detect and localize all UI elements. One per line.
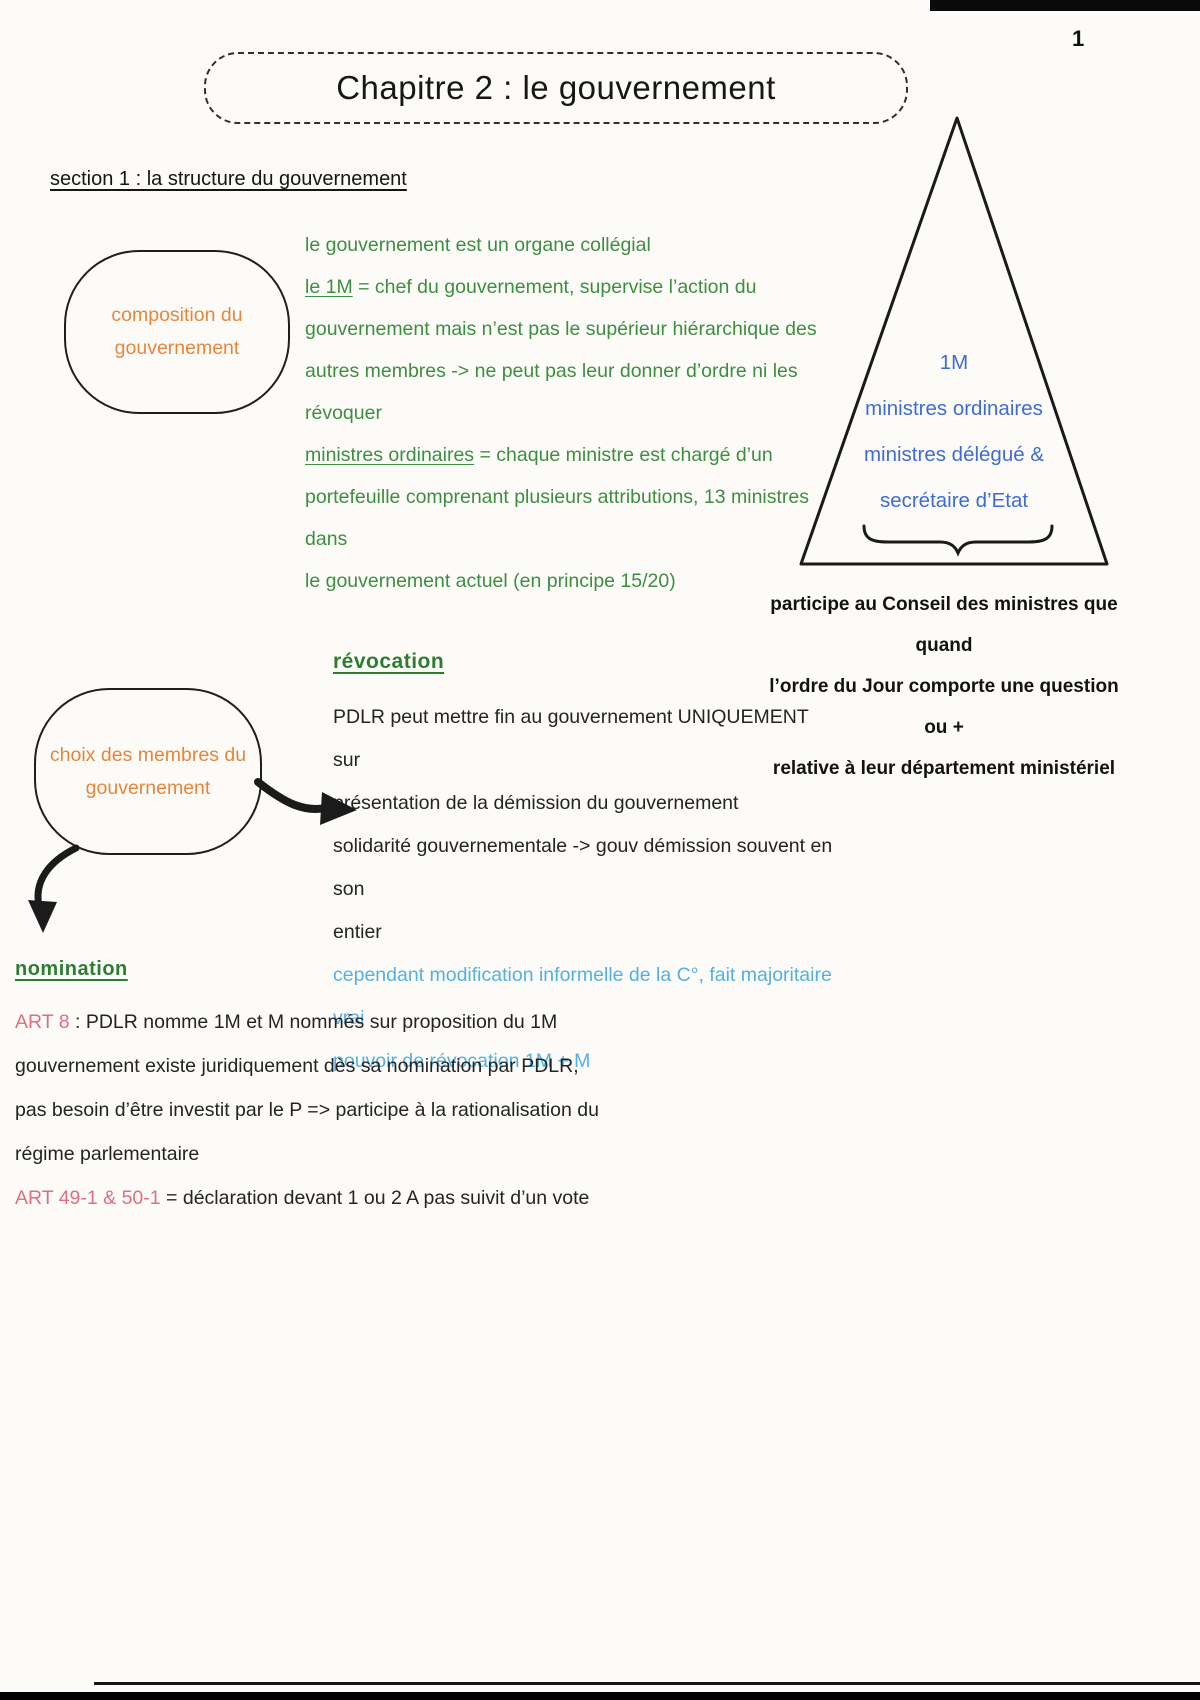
choix-bubble: choix des membres du gouvernement — [34, 688, 262, 855]
pyramid-caption: participe au Conseil des ministres que q… — [768, 584, 1120, 789]
bottom-edge-bar — [0, 1692, 1200, 1700]
composition-notes: le gouvernement est un organe collégial … — [305, 224, 840, 602]
note-line: solidarité gouvernementale -> gouv démis… — [333, 835, 833, 900]
note-text: : PDLR nomme 1M et M nommés sur proposit… — [69, 1011, 558, 1033]
nomination-heading: nomination — [15, 958, 128, 980]
note-line: présentation de la démission du gouverne… — [333, 792, 739, 814]
pyramid-label: 1M — [939, 351, 969, 374]
note-line: pas besoin d’être investit par le P => p… — [15, 1099, 599, 1121]
note-text: = chef du gouvernement, supervise l’acti… — [352, 276, 757, 298]
revocation-heading: révocation — [333, 650, 445, 673]
note-line: le gouvernement est un organe collégial — [305, 234, 651, 256]
composition-bubble-label: composition du — [111, 304, 243, 326]
revocation-notes: PDLR peut mettre fin au gouvernement UNI… — [333, 696, 838, 1083]
note-line: le 1M = chef du gouvernement, supervise … — [305, 266, 840, 308]
note-text: = déclaration devant 1 ou 2 A pas suivit… — [160, 1187, 590, 1209]
note-line-blue: cependant modification informelle de la … — [333, 964, 832, 1029]
caption-line: relative à leur département ministériel — [772, 758, 1116, 779]
note-line: PDLR peut mettre fin au gouvernement UNI… — [333, 706, 809, 771]
note-line: révoquer — [305, 402, 382, 424]
note-line: régime parlementaire — [15, 1143, 200, 1165]
article-ref: ART 8 — [15, 1011, 70, 1033]
arrow-right-icon — [254, 778, 357, 825]
underlined-term: ministres ordinaires — [305, 444, 475, 466]
note-line: gouvernement mais n’est pas le supérieur… — [305, 318, 817, 340]
top-edge-bar — [930, 0, 1200, 11]
choix-bubble-label: choix des membres du — [49, 743, 247, 766]
pyramid-label: ministres délégué & — [863, 443, 1045, 466]
choix-bubble-label: gouvernement — [85, 776, 211, 799]
chapter-title-box: Chapitre 2 : le gouvernement — [204, 52, 908, 124]
pyramid-label: secrétaire d’Etat — [879, 489, 1029, 512]
note-line: ART 8 : PDLR nomme 1M et M nommés sur pr… — [15, 1000, 610, 1044]
note-line: portefeuille comprenant plusieurs attrib… — [305, 486, 810, 550]
note-line: autres membres -> ne peut pas leur donne… — [305, 360, 798, 382]
note-line-blue: pouvoir de révocation 1M + M — [333, 1050, 591, 1072]
pyramid-outline-icon — [799, 116, 1109, 566]
note-text: = chaque ministre est chargé d’un — [474, 444, 773, 466]
chapter-title: Chapitre 2 : le gouvernement — [336, 69, 776, 106]
underlined-term: le 1M — [305, 276, 353, 298]
composition-bubble: composition du gouvernement — [64, 250, 290, 414]
note-line: ART 49-1 & 50-1 = déclaration devant 1 o… — [15, 1176, 610, 1220]
bottom-rule — [94, 1682, 1200, 1685]
pyramid-label: ministres ordinaires — [865, 397, 1043, 420]
article-ref: ART 49-1 & 50-1 — [15, 1187, 161, 1209]
note-line: ministres ordinaires = chaque ministre e… — [305, 434, 840, 476]
note-line: gouvernement existe juridiquement dès sa… — [15, 1055, 579, 1077]
page-number: 1 — [1072, 26, 1085, 51]
caption-line: participe au Conseil des ministres que q… — [770, 594, 1118, 656]
underbrace-icon — [862, 524, 1054, 557]
note-line: entier — [333, 921, 382, 943]
composition-bubble-label: gouvernement — [114, 337, 240, 359]
nomination-notes: ART 8 : PDLR nomme 1M et M nommés sur pr… — [15, 1000, 610, 1220]
arrow-down-icon — [28, 844, 80, 933]
section-heading: section 1 : la structure du gouvernement — [50, 168, 407, 190]
pyramid-labels: 1M ministres ordinaires ministres délégu… — [799, 340, 1109, 524]
note-line: le gouvernement actuel (en principe 15/2… — [305, 570, 676, 592]
caption-line: l’ordre du Jour comporte une question ou… — [769, 676, 1119, 738]
